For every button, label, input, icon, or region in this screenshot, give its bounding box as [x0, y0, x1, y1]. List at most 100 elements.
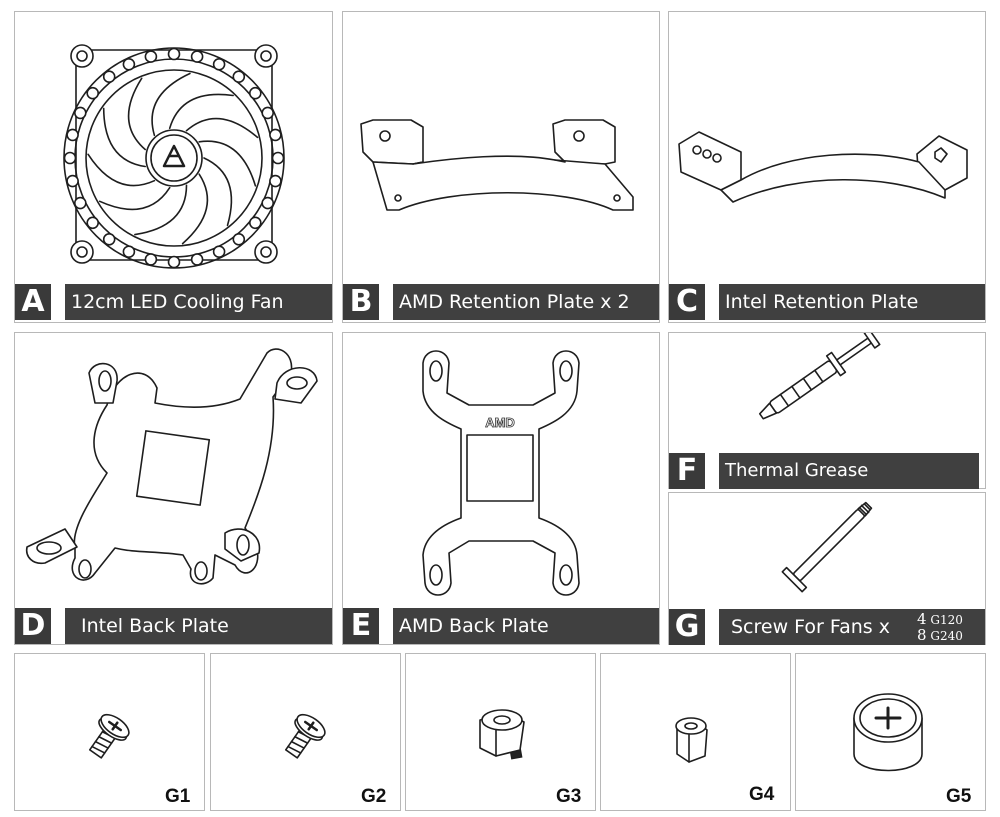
panel-f: F Thermal Grease: [668, 332, 986, 489]
panel-letter: E: [343, 608, 379, 644]
separator: [379, 608, 393, 644]
led-bead: [261, 106, 274, 120]
hex-nut-icon: [675, 717, 708, 763]
label-bar: C Intel Retention Plate: [669, 284, 985, 320]
quantity-g120: 4 G120: [917, 610, 963, 628]
panel-label: Thermal Grease: [725, 460, 869, 481]
panel-letter: B: [343, 284, 379, 320]
label-bar: G Screw For Fans x 4 G120 8 G240: [669, 609, 985, 645]
standoff-nut-icon: [479, 709, 525, 760]
panel-d: D Intel Back Plate: [14, 332, 333, 645]
thumb-nut-icon: [853, 693, 923, 772]
panel-letter: A: [15, 284, 51, 320]
led-bead: [232, 70, 246, 83]
fan-blade: [185, 117, 259, 139]
label-bar: D Intel Back Plate: [15, 608, 332, 644]
panel-g: G Screw For Fans x 4 G120 8 G240: [668, 492, 986, 645]
fan-blade: [87, 153, 156, 187]
part-g2: G2: [210, 653, 401, 811]
panel-b: B AMD Retention Plate x 2: [342, 11, 660, 323]
panel-label: AMD Back Plate: [399, 615, 549, 637]
part-g3: G3: [405, 653, 596, 811]
part-tag: G3: [556, 786, 582, 807]
panel-label: Intel Retention Plate: [725, 291, 919, 313]
separator: [51, 284, 65, 320]
part-tag: G4: [749, 784, 775, 805]
panel-letter: D: [15, 608, 51, 644]
separator: [51, 608, 65, 644]
fan-blade: [203, 157, 233, 227]
screw-icon: [88, 713, 130, 759]
quantity-count: 4: [917, 610, 927, 628]
amd-retention-plate-icon: [360, 119, 634, 211]
quantity-model: G240: [930, 629, 963, 643]
panel-label: Screw For Fans x: [731, 616, 890, 638]
quantity-count: 8: [917, 626, 927, 644]
panel-label: Intel Back Plate: [81, 615, 229, 637]
led-bead: [249, 216, 262, 230]
led-bead: [190, 50, 204, 63]
label-bar: B AMD Retention Plate x 2: [343, 284, 659, 320]
led-bead: [269, 174, 282, 188]
led-bead: [66, 128, 79, 142]
led-bead: [269, 128, 282, 142]
fan-blade: [151, 72, 191, 137]
panel-letter: G: [669, 609, 705, 645]
part-tag: G5: [946, 786, 972, 807]
panel-label: AMD Retention Plate x 2: [399, 291, 630, 313]
panel-a: A 12cm LED Cooling Fan: [14, 11, 333, 323]
quantity-g240: 8 G240: [917, 626, 963, 644]
fan-blade: [102, 107, 146, 168]
led-bead: [212, 245, 226, 258]
panel-letter: C: [669, 284, 705, 320]
panel-label: 12cm LED Cooling Fan: [71, 291, 284, 313]
amd-back-plate-icon: AMD: [422, 350, 580, 596]
separator: [705, 453, 719, 489]
part-g4: G4: [600, 653, 791, 811]
amd-stamp: AMD: [485, 415, 515, 430]
part-tag: G2: [361, 786, 387, 807]
led-bead: [167, 255, 181, 269]
fan-blade: [198, 140, 257, 187]
led-bead: [122, 245, 136, 258]
led-bead: [74, 196, 87, 210]
led-bead: [102, 70, 116, 83]
fan-blade: [127, 77, 146, 151]
panel-e: AMD E AMD Back Plate: [342, 332, 660, 645]
led-bead: [66, 174, 79, 188]
part-g1: G1: [14, 653, 205, 811]
led-bead: [144, 253, 158, 266]
part-g5: G5: [795, 653, 986, 811]
led-bead: [249, 86, 262, 100]
led-bead: [271, 151, 285, 165]
label-bar: F Thermal Grease: [669, 453, 979, 489]
fan-blade: [134, 184, 188, 236]
led-bead: [144, 50, 158, 63]
panel-letter: F: [669, 453, 705, 489]
separator: [705, 609, 719, 645]
led-bead: [190, 253, 204, 266]
fan-blade: [98, 186, 171, 211]
label-bar: A 12cm LED Cooling Fan: [15, 284, 332, 320]
separator: [705, 284, 719, 320]
led-bead: [86, 216, 99, 230]
led-bead: [261, 196, 274, 210]
fan-blade: [168, 93, 234, 130]
led-bead: [167, 47, 181, 61]
intel-back-plate-icon: [25, 348, 318, 585]
panel-c: C Intel Retention Plate: [668, 11, 986, 323]
cooling-fan-icon: [63, 44, 285, 269]
quantity-model: G120: [930, 613, 963, 627]
fan-blade: [181, 173, 209, 245]
intel-retention-plate-icon: [678, 131, 968, 203]
led-bead: [102, 233, 116, 246]
part-tag: G1: [165, 786, 191, 807]
led-bead: [86, 86, 99, 100]
label-bar: E AMD Back Plate: [343, 608, 659, 644]
separator: [379, 284, 393, 320]
led-bead: [74, 106, 87, 120]
thermal-grease-syringe-icon: [758, 333, 881, 420]
led-bead: [63, 151, 77, 165]
led-bead: [122, 58, 136, 71]
screw-icon: [284, 713, 326, 759]
